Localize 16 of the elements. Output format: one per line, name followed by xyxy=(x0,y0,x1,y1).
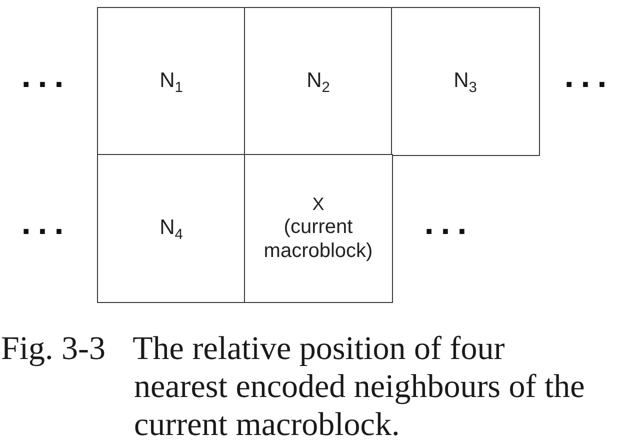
macroblock xyxy=(391,7,540,156)
block-label: N$_{4}$ xyxy=(160,216,183,240)
block-label: N$_{2}$ xyxy=(306,69,330,94)
ellipsis: ... xyxy=(21,59,71,93)
block-label: X xyxy=(312,193,324,216)
macroblock xyxy=(97,7,246,156)
block-label: N$_{1}$ xyxy=(160,69,183,94)
ellipsis: ... xyxy=(564,59,614,93)
macroblock xyxy=(244,154,392,302)
macroblock xyxy=(244,7,392,156)
ellipsis: ... xyxy=(424,206,474,240)
figure-caption: Fig. 3-3 The relative position of four nearest encoded neighbours of the current macroblock. xyxy=(1,330,586,444)
block-note: (current macroblock) xyxy=(262,215,374,264)
macroblock xyxy=(97,154,246,302)
ellipsis: ... xyxy=(21,206,71,240)
block-label: N$_{3}$ xyxy=(454,69,477,94)
